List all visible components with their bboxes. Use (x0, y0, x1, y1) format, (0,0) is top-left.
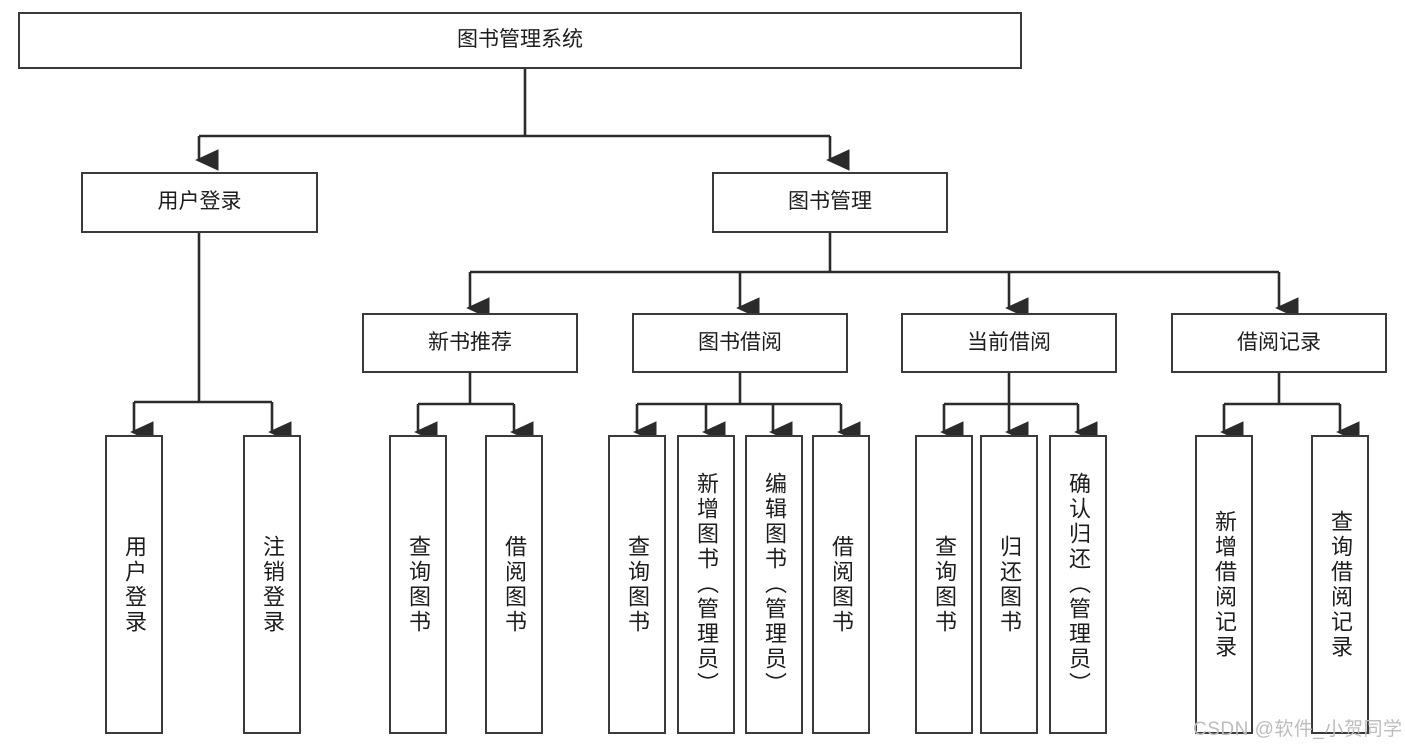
node-label: 用户登录 (157, 190, 242, 214)
leaf-add-book-admin[interactable]: 新增图书（管理员） (677, 435, 735, 734)
leaf-query-borrow-record[interactable]: 查询借阅记录 (1311, 435, 1369, 734)
node-label: 查询图书 (932, 534, 957, 635)
node-label: 编辑图书（管理员） (762, 472, 787, 697)
node-label: 当前借阅 (967, 330, 1051, 354)
node-label: 图书管理系统 (457, 28, 583, 52)
node-label: 借阅记录 (1237, 330, 1321, 354)
node-book-borrow[interactable]: 图书借阅 (632, 313, 848, 373)
leaf-return-book[interactable]: 归还图书 (980, 435, 1038, 734)
node-user-login[interactable]: 用户登录 (81, 172, 318, 233)
node-label: 查询借阅记录 (1328, 509, 1353, 660)
node-label: 查询图书 (406, 534, 431, 635)
leaf-query-book-borrow[interactable]: 查询图书 (608, 435, 666, 734)
node-book-management[interactable]: 图书管理 (712, 172, 948, 233)
node-label: 借阅图书 (502, 534, 527, 635)
leaf-user-login[interactable]: 用户登录 (105, 435, 163, 734)
leaf-query-book-current[interactable]: 查询图书 (915, 435, 973, 734)
leaf-add-borrow-record[interactable]: 新增借阅记录 (1195, 435, 1253, 734)
node-label: 借阅图书 (829, 534, 854, 635)
node-label: 确认归还（管理员） (1066, 472, 1091, 697)
node-label: 归还图书 (997, 534, 1022, 635)
csdn-watermark: CSDN @软件_小贺同学 (1193, 719, 1403, 740)
node-label: 新增图书（管理员） (694, 472, 719, 697)
node-label: 图书借阅 (698, 330, 782, 354)
node-new-book-recommendation[interactable]: 新书推荐 (362, 313, 578, 373)
node-label: 用户登录 (122, 534, 147, 635)
node-root-system[interactable]: 图书管理系统 (18, 12, 1022, 69)
leaf-confirm-return-admin[interactable]: 确认归还（管理员） (1049, 435, 1107, 734)
node-label: 图书管理 (788, 190, 872, 214)
leaf-logout[interactable]: 注销登录 (243, 435, 301, 734)
node-label: 新增借阅记录 (1212, 509, 1237, 660)
node-label: 注销登录 (260, 534, 285, 635)
leaf-borrow-book[interactable]: 借阅图书 (812, 435, 870, 734)
leaf-edit-book-admin[interactable]: 编辑图书（管理员） (745, 435, 803, 734)
node-label: 新书推荐 (428, 330, 512, 354)
node-current-borrow[interactable]: 当前借阅 (901, 313, 1117, 373)
leaf-query-book-recommend[interactable]: 查询图书 (389, 435, 447, 734)
leaf-borrow-book-recommend[interactable]: 借阅图书 (485, 435, 543, 734)
node-label: 查询图书 (625, 534, 650, 635)
node-borrow-record[interactable]: 借阅记录 (1171, 313, 1387, 373)
